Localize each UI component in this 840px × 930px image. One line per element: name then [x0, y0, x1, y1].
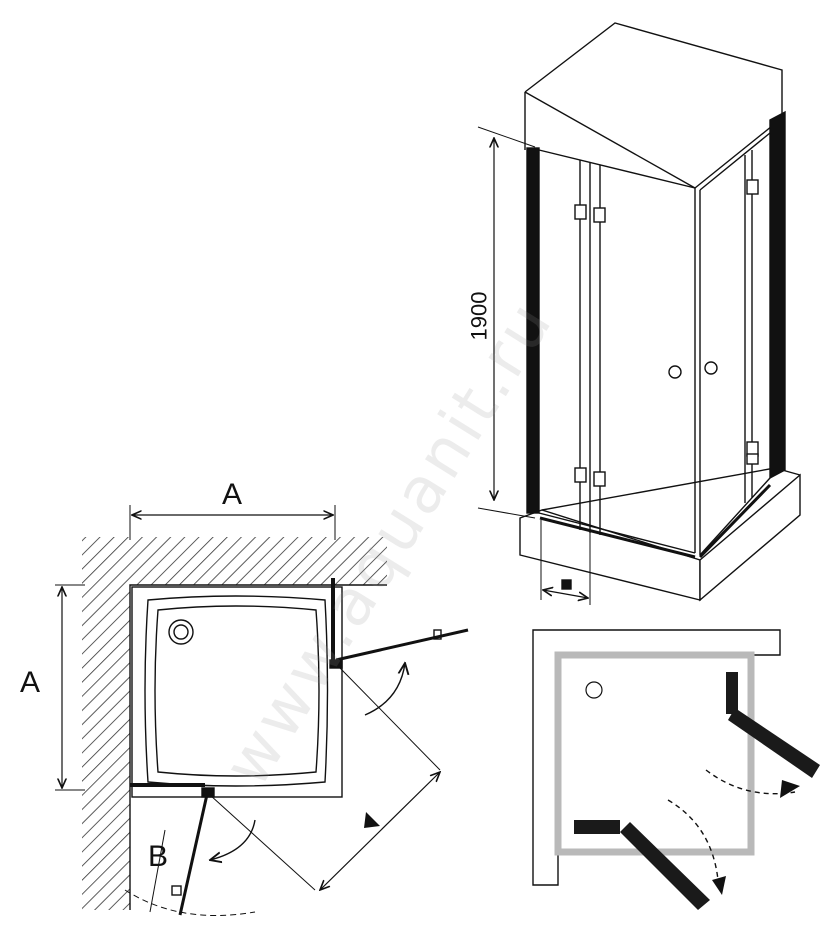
label-width-top: A — [222, 478, 243, 511]
schematic-view — [532, 629, 820, 910]
plan-view — [55, 505, 469, 916]
label-width-side: A — [20, 666, 41, 699]
cabin-3d — [477, 22, 801, 605]
label-door-b: B — [148, 840, 169, 873]
